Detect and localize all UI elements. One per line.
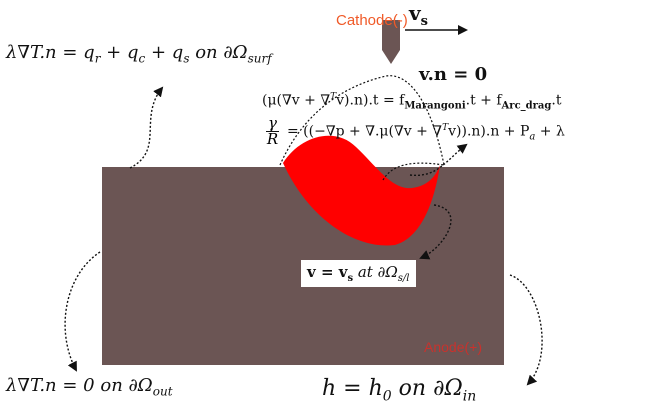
velocity-label: vs xyxy=(409,1,428,29)
surface-bc-arrow xyxy=(129,86,164,169)
interface-bc-arrow xyxy=(419,204,452,260)
pool-top-surface-line xyxy=(382,162,445,181)
inlet-bc: h = h0 on ∂Ωin xyxy=(322,376,477,405)
tangential-bc-arrow xyxy=(409,143,468,176)
cathode-electrode xyxy=(382,20,400,64)
velocity-subscript: s xyxy=(420,14,428,29)
inlet-bc-arrow xyxy=(509,274,543,386)
radius-symbol: R xyxy=(266,130,279,148)
velocity-symbol: v xyxy=(409,1,421,25)
tangential-stress-bc: (μ(∇v + ∇Tv).n).t = fMarangoni.t + fArc_… xyxy=(262,92,562,112)
cathode-label: Cathode(-) xyxy=(336,12,408,29)
normal-velocity-bc: v.n = 0 xyxy=(419,64,488,85)
anode-label: Anode(+) xyxy=(424,339,482,355)
melt-pool xyxy=(283,135,440,246)
curvature-fraction: γ R xyxy=(266,116,279,147)
outlet-bc-arrow xyxy=(64,251,101,372)
outlet-bc: λ∇T.n = 0 on ∂Ωout xyxy=(6,375,173,399)
surface-heat-bc: λ∇T.n = qr + qc + qs on ∂Ωsurf xyxy=(6,42,272,66)
normal-stress-bc: = ((−∇p + ∇.μ(∇v + ∇Tv)).n).n + Pa + λ xyxy=(287,123,565,143)
interface-bc: v = vs at ∂Ωs/l xyxy=(301,260,416,287)
surface-tension-symbol: γ xyxy=(266,114,279,132)
